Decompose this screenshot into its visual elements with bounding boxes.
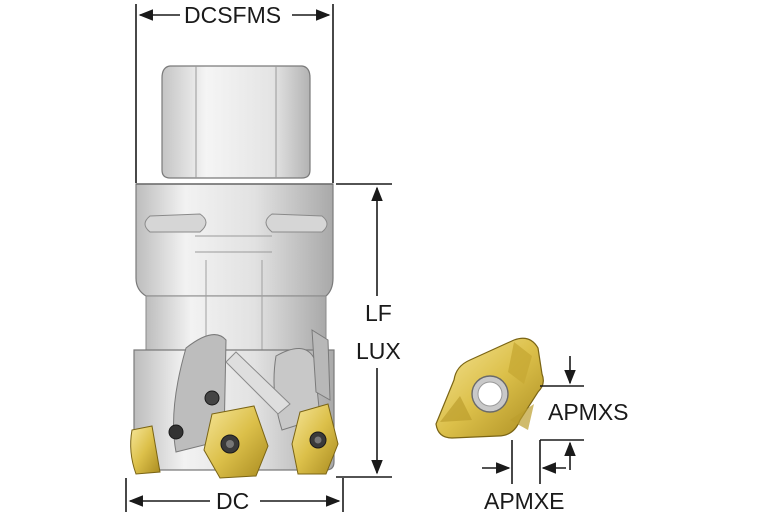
dimension-lines: [125, 4, 584, 512]
shank: [161, 65, 311, 179]
dimension-label-lf: LF: [365, 300, 392, 326]
collar: [135, 183, 334, 297]
dimension-label-apmxe: APMXE: [484, 488, 565, 514]
dimension-label-apmxs: APMXS: [548, 399, 629, 425]
dimension-label-lux: LUX: [356, 338, 401, 364]
dimension-label-dc: DC: [216, 488, 250, 514]
drive-slot-right: [265, 213, 328, 233]
coolant-channel: [225, 351, 291, 415]
screw-upper: [204, 390, 220, 406]
screw-left: [168, 424, 184, 440]
insert-detail: [435, 337, 544, 439]
drive-slot-left: [144, 213, 207, 233]
neck: [145, 295, 327, 351]
flute-3: [311, 329, 331, 401]
tool-inserts: [130, 390, 339, 479]
dimension-label-dcsfms: DCSFMS: [184, 2, 282, 28]
insert-left: [130, 425, 161, 475]
